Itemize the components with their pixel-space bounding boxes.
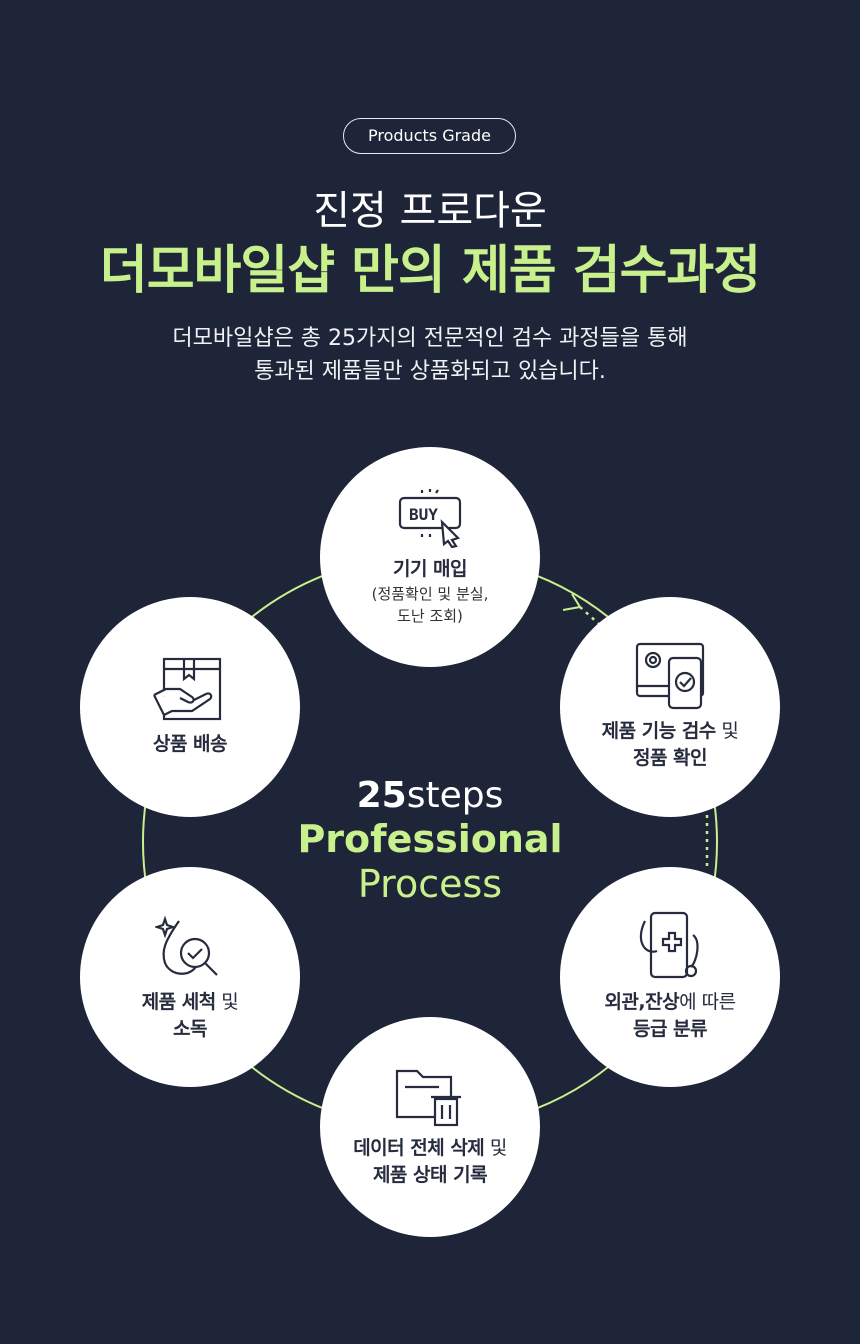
step-note: (정품확인 및 분실, [371, 584, 489, 603]
title-line1: 진정 프로다운 [313, 188, 547, 234]
step-title: 상품 배송 [152, 732, 228, 755]
step-title: 정품 확인 [632, 747, 708, 769]
step-title: 제품 상태 기록 [372, 1164, 488, 1186]
step-grading: 외관,잔상에 따른 등급 분류 [560, 867, 780, 1087]
step-title: 제품 기능 검수 [601, 720, 717, 742]
step-title: 제품 세척 [141, 991, 217, 1013]
step-title-conj: 에 따른 [679, 991, 736, 1013]
step-title: 등급 분류 [632, 1018, 708, 1040]
folder-delete-icon [395, 1069, 461, 1127]
buy-cursor-icon: BUY [398, 488, 462, 548]
steps-count: 25 [356, 775, 407, 816]
svg-text:BUY: BUY [409, 505, 438, 524]
center-label: 25steps Professional Process [0, 775, 860, 906]
step-title-conj: 및 [484, 1137, 507, 1159]
step-title-conj: 및 [215, 991, 239, 1013]
subtitle-line1: 더모바일샵은 총 25가지의 전문적인 검수 과정들을 통해 [172, 326, 688, 351]
step-title: 외관,잔상 [604, 991, 680, 1013]
title-line2: 더모바일샵 만의 제품 검수과정 [99, 241, 761, 301]
step-cleaning: 제품 세척 및 소독 [80, 867, 300, 1087]
step-data-wipe: 데이터 전체 삭제 및 제품 상태 기록 [320, 1017, 540, 1237]
step-inspection: 제품 기능 검수 및 정품 확인 [560, 597, 780, 817]
clean-inspect-icon [155, 915, 218, 976]
step-title: 소독 [173, 1018, 207, 1040]
step-purchase: BUY 기기 매입 (정품확인 및 분실, 도난 조회) [320, 447, 540, 667]
step-note: 도난 조회) [397, 606, 463, 625]
subtitle-line2: 통과된 제품들만 상품화되고 있습니다. [254, 359, 606, 384]
device-check-icon [635, 642, 705, 710]
center-professional: Professional [297, 817, 563, 861]
products-grade-badge: Products Grade [343, 118, 516, 154]
step-title-conj: 및 [715, 720, 739, 742]
box-delivery-icon [153, 657, 222, 720]
subtitle: 더모바일샵은 총 25가지의 전문적인 검수 과정들을 통해 통과된 제품들만 … [0, 322, 860, 388]
step-title: 데이터 전체 삭제 [353, 1137, 485, 1159]
phone-diagnosis-icon [639, 911, 699, 979]
center-process: Process [357, 862, 503, 906]
step-delivery: 상품 배송 [80, 597, 300, 817]
step-title: 기기 매입 [392, 557, 468, 580]
steps-word: steps [406, 775, 504, 816]
